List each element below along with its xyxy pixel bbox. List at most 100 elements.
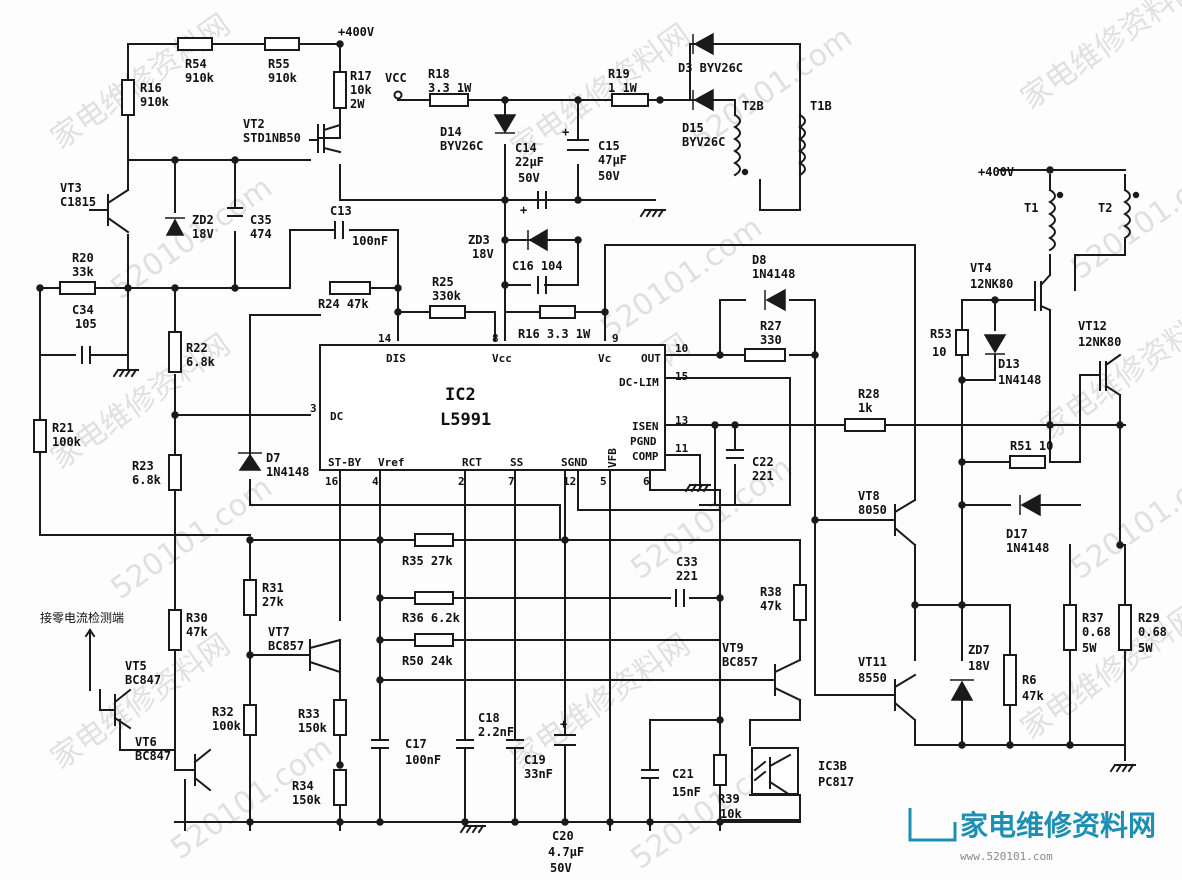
capacitor-c15 — [567, 139, 589, 151]
capacitor-c34 — [81, 346, 91, 364]
diode-d17 — [1019, 493, 1041, 517]
label: R23 — [132, 459, 154, 473]
label: C22 — [752, 455, 774, 469]
label: VT4 — [970, 261, 992, 275]
resistor-r53 — [955, 329, 969, 356]
label: 150k — [292, 793, 322, 807]
junction-dots — [36, 40, 1124, 826]
resistor-r34 — [333, 769, 347, 806]
label: 910k — [268, 71, 298, 85]
resistor-r51 — [1009, 455, 1046, 469]
label: 1k — [858, 401, 873, 415]
resistor-r24 — [329, 281, 371, 295]
watermark-text: 520101.com — [1065, 450, 1182, 587]
label: 33nF — [524, 767, 553, 781]
label: T2B — [742, 99, 764, 113]
wires — [39, 43, 1126, 831]
label: 1N4148 — [998, 373, 1041, 387]
label: VT2 — [243, 117, 265, 131]
label: D17 — [1006, 527, 1028, 541]
label: VT7 — [268, 625, 290, 639]
pin-label-vref: Vref — [378, 456, 405, 469]
transistor-vt11 — [874, 673, 917, 722]
transistor-vt9 — [773, 658, 802, 702]
capacitor-c19 — [506, 739, 524, 823]
zener-zd7 — [950, 679, 974, 701]
label: VT6 — [135, 735, 157, 749]
pin-label-sgnd: SGND — [561, 456, 588, 469]
chip-part: L5991 — [440, 410, 491, 430]
pin-number: 11 — [675, 442, 689, 455]
label: 4.7μF — [548, 845, 584, 859]
label: 15nF — [672, 785, 701, 799]
label: R36 6.2k — [402, 611, 461, 625]
resistor-r38 — [793, 584, 807, 621]
label: C21 — [672, 767, 694, 781]
label: C33 — [676, 555, 698, 569]
label: 47k — [760, 599, 782, 613]
ground-icon — [112, 368, 139, 378]
label: 910k — [185, 71, 215, 85]
label: R25 — [432, 275, 454, 289]
resistor-r6 — [1003, 654, 1017, 706]
label: R31 — [262, 581, 284, 595]
label: 47k — [1022, 689, 1044, 703]
mosfet-vt12 — [1089, 353, 1122, 397]
pin-label-dc: DC — [330, 410, 343, 423]
pin-number: 3 — [310, 402, 317, 415]
capacitor-c14 — [537, 191, 547, 209]
label: 50V — [518, 171, 540, 185]
logo-text: 家电维修资料网 — [960, 809, 1156, 842]
resistor-r25 — [429, 305, 466, 319]
label: R38 — [760, 585, 782, 599]
label: 330k — [432, 289, 462, 303]
label: R30 — [186, 611, 208, 625]
capacitor-c16 — [537, 276, 547, 294]
resistor-r33 — [333, 699, 347, 736]
label: 47μF — [598, 153, 627, 167]
ground-symbols — [112, 208, 1136, 834]
resistor-r36 — [414, 591, 454, 605]
label: D7 — [266, 451, 280, 465]
pin-number: 8 — [492, 332, 499, 345]
resistor-r17 — [333, 71, 347, 109]
label: 105 — [75, 317, 97, 331]
pin-label-rct: RCT — [462, 456, 482, 469]
label: 100nF — [352, 234, 388, 248]
label: C34 — [72, 303, 94, 317]
ground-icon — [684, 483, 711, 493]
label: R34 — [292, 779, 314, 793]
label: R27 — [760, 319, 782, 333]
label: R39 — [718, 792, 740, 806]
diode-d3 — [692, 32, 714, 56]
capacitor-c33 — [675, 589, 685, 607]
winding-t2 — [1123, 188, 1131, 240]
label: 2.2nF — [478, 725, 514, 739]
label: 100nF — [405, 753, 441, 767]
label: C35 — [250, 213, 272, 227]
diode-d13 — [983, 334, 1007, 355]
label: R20 — [72, 251, 94, 265]
label: R37 — [1082, 611, 1104, 625]
label: R32 — [212, 705, 234, 719]
pin-label-dclim: DC-LIM — [619, 376, 659, 389]
label: 18V — [192, 227, 214, 241]
transistor-vt6 — [174, 748, 212, 792]
label: 5W — [1138, 641, 1153, 655]
label: C16 104 — [512, 259, 563, 273]
transformers — [733, 113, 1140, 252]
resistor-r37 — [1063, 604, 1077, 651]
pin-number: 7 — [508, 475, 515, 488]
label: 474 — [250, 227, 272, 241]
label: 221 — [752, 469, 774, 483]
diode-d14 — [493, 114, 517, 134]
label: C19 — [524, 753, 546, 767]
capacitor-c20 — [554, 504, 576, 823]
label: 910k — [140, 95, 170, 109]
label: PC817 — [818, 775, 854, 789]
polarity-mark: + — [520, 203, 527, 217]
resistor-r55 — [264, 37, 300, 51]
mosfet-vt4 — [1024, 273, 1052, 312]
label: BYV26C — [682, 135, 725, 149]
